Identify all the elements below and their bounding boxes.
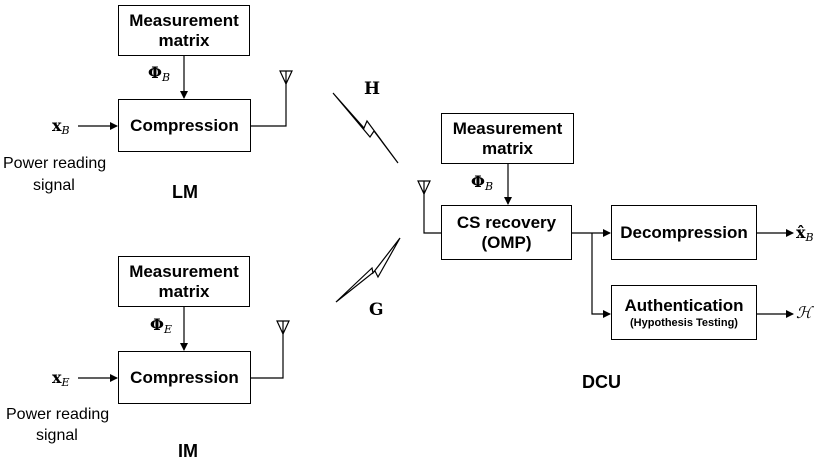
- cs-recovery-box: CS recovery (OMP): [441, 205, 572, 260]
- decompression-box: Decompression: [611, 205, 757, 260]
- im-meas-line2: matrix: [158, 281, 210, 301]
- lm-output-line: [251, 80, 287, 127]
- cs-line2: (OMP): [481, 232, 532, 252]
- im-signal-line2: signal: [36, 427, 78, 444]
- im-phi-label: ΦE: [150, 315, 172, 336]
- im-antenna-icon: [276, 320, 290, 336]
- wireless-link-g-icon: [335, 237, 401, 303]
- im-compression-box: Compression: [118, 351, 251, 404]
- dcu-measurement-matrix-box: Measurement matrix: [441, 113, 574, 164]
- lm-compression-box: Compression: [118, 99, 251, 152]
- cs-line1: CS recovery: [456, 212, 557, 232]
- cs-to-auth-arrow: [591, 233, 611, 318]
- dcu-antenna-icon: [417, 180, 431, 196]
- lm-input-label: xB: [52, 116, 70, 137]
- xhat-output-label: x̂B: [796, 223, 814, 244]
- lm-name: LM: [172, 182, 198, 202]
- dcu-antenna-line: [423, 190, 441, 234]
- hypothesis-output-label: ℋ: [796, 303, 812, 322]
- authentication-box: Authentication (Hypothesis Testing): [611, 285, 757, 340]
- im-output-line: [251, 330, 284, 379]
- im-meas-line1: Measurement: [129, 261, 239, 281]
- lm-antenna-icon: [279, 70, 293, 86]
- lm-signal-line2: signal: [33, 177, 75, 194]
- dcu-meas-line1: Measurement: [452, 118, 563, 138]
- channel-h-label: H: [364, 79, 381, 99]
- dcu-phi-label: ΦB: [471, 172, 494, 193]
- dcu-name: DCU: [582, 372, 621, 392]
- lm-phi-label: ΦB: [148, 63, 171, 84]
- im-signal-line1: Power reading: [6, 406, 110, 423]
- auth-line1: Authentication: [624, 295, 744, 315]
- dcu-meas-line2: matrix: [481, 138, 534, 158]
- lm-meas-line2: matrix: [158, 30, 210, 50]
- channel-g-label: G: [369, 300, 384, 320]
- lm-signal-line1: Power reading: [3, 155, 107, 172]
- im-input-label: xE: [52, 368, 70, 389]
- im-measurement-matrix-box: Measurement matrix: [118, 256, 250, 307]
- lm-measurement-matrix-box: Measurement matrix: [118, 5, 250, 56]
- lm-meas-line1: Measurement: [129, 10, 239, 30]
- im-name: IM: [178, 441, 198, 461]
- auth-line2: (Hypothesis Testing): [630, 316, 738, 329]
- wireless-link-h-icon: [332, 92, 399, 164]
